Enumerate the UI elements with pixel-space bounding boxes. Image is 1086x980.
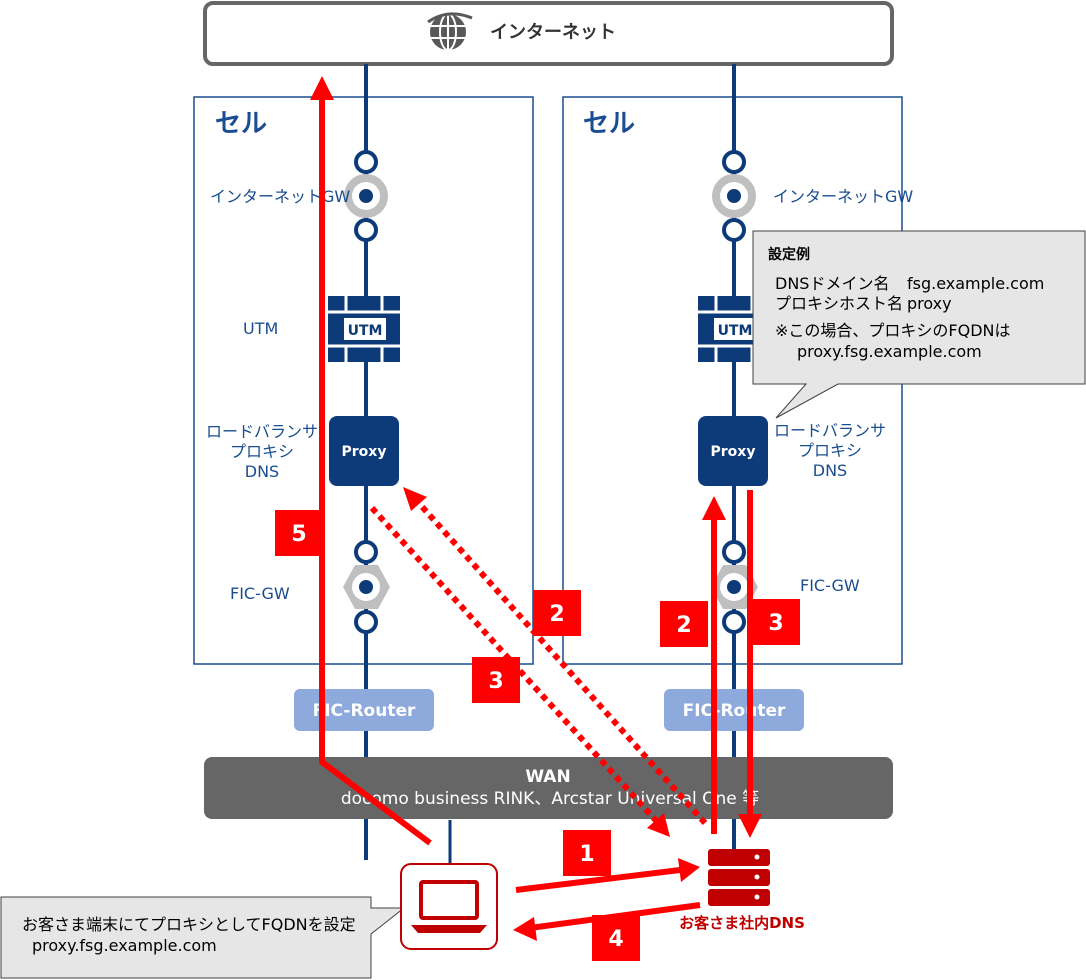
proxy-box-left: Proxy: [329, 416, 399, 486]
proxy-role-line2-left: プロキシ: [230, 442, 294, 461]
internet-box: インターネット: [203, 1, 894, 66]
step-number-1: 1: [579, 842, 594, 867]
cell-box-left: [193, 96, 534, 665]
config-callout: 設定例 DNSドメイン名 fsg.example.com プロキシホスト名 pr…: [752, 230, 1086, 419]
utm-icon-text-right: UTM: [718, 323, 753, 339]
arrow-step1: [515, 867, 681, 893]
fic-router-right: FIC-Router: [664, 689, 804, 731]
config-row-value-2: proxy: [907, 294, 952, 313]
fic-router-label-left: FIC-Router: [313, 701, 416, 721]
wan-bar: WAN docomo business RINK、Arcstar Univers…: [204, 757, 893, 819]
igw-label-left: インターネットGW: [210, 187, 350, 206]
proxy-box-right: Proxy: [698, 416, 768, 486]
cell-title-right: セル: [583, 109, 635, 139]
arrow-step2-solid-head: [702, 496, 726, 520]
wan-title: WAN: [525, 767, 570, 787]
step-badge-3-dotted: 3: [472, 657, 520, 703]
globe-icon: [427, 12, 473, 51]
client-callout-line1: お客さま端末にてプロキシとしてFQDNを設定: [22, 915, 356, 934]
utm-icon-text-left: UTM: [348, 323, 383, 339]
cell-title-left: セル: [215, 109, 267, 139]
fic-router-left: FIC-Router: [294, 689, 434, 731]
fic-gw-right: [711, 540, 758, 634]
dns-server-icon: [708, 849, 770, 906]
arrow-step5: [319, 84, 432, 846]
arrow-step4-head: [513, 917, 537, 941]
step-badge-2-dotted: 2: [533, 590, 581, 636]
proxy-role-line3-right: DNS: [813, 461, 847, 480]
proxy-role-line1-right: ロードバランサ: [774, 421, 886, 440]
igw-label-right: インターネットGW: [773, 187, 913, 206]
arrow-step5-head: [310, 76, 334, 100]
config-note-line1: ※この場合、プロキシのFQDNは: [775, 321, 1011, 340]
proxy-role-line2-right: プロキシ: [798, 441, 862, 460]
proxy-role-line1-left: ロードバランサ: [206, 422, 318, 441]
fic-router-label-right: FIC-Router: [683, 701, 786, 721]
client-laptop: [400, 863, 498, 950]
step-badge-4: 4: [592, 915, 640, 961]
step-number-2-solid: 2: [676, 613, 691, 638]
arrow-step3-dotted-head: [647, 813, 670, 837]
config-callout-title: 設定例: [768, 246, 810, 263]
step-number-2-dotted: 2: [549, 602, 564, 627]
arrow-step2-dotted-head: [403, 487, 427, 511]
config-row-key-1: DNSドメイン名: [775, 274, 889, 293]
step-badge-5: 5: [275, 510, 323, 556]
internet-label: インターネット: [490, 22, 616, 43]
laptop-icon: [411, 880, 487, 933]
config-row-key-2: プロキシホスト名: [775, 294, 903, 313]
fic-gw-label-left: FIC-GW: [230, 584, 290, 603]
config-note-line2: proxy.fsg.example.com: [797, 342, 982, 361]
step-number-5: 5: [291, 522, 306, 547]
proxy-text-right: Proxy: [711, 444, 756, 460]
step-number-3-dotted: 3: [488, 669, 503, 694]
step-badge-3-solid: 3: [752, 599, 800, 645]
step-badge-2-solid: 2: [660, 601, 708, 647]
step-number-3-solid: 3: [768, 611, 783, 636]
fic-gw-label-right: FIC-GW: [800, 576, 860, 595]
proxy-text-left: Proxy: [342, 444, 387, 460]
utm-label-left: UTM: [243, 319, 278, 338]
fic-gw-left: [343, 540, 390, 634]
dns-server-label: お客さま社内DNS: [679, 914, 805, 932]
config-row-value-1: fsg.example.com: [907, 274, 1044, 293]
step-badge-1: 1: [563, 830, 611, 876]
wan-subtitle: docomo business RINK、Arcstar Universal O…: [341, 789, 759, 809]
arrow-step3-solid-head: [738, 814, 762, 838]
client-callout-line2: proxy.fsg.example.com: [32, 936, 217, 955]
arrow-step1-head: [678, 858, 700, 882]
utm-firewall-icon-left: UTM: [328, 296, 400, 362]
proxy-role-line3-left: DNS: [245, 462, 279, 481]
internet-gw-left: [344, 150, 388, 242]
step-number-4: 4: [608, 927, 623, 952]
client-callout: お客さま端末にてプロキシとしてFQDNを設定 proxy.fsg.example…: [0, 896, 406, 979]
internet-gw-right: [712, 150, 756, 242]
